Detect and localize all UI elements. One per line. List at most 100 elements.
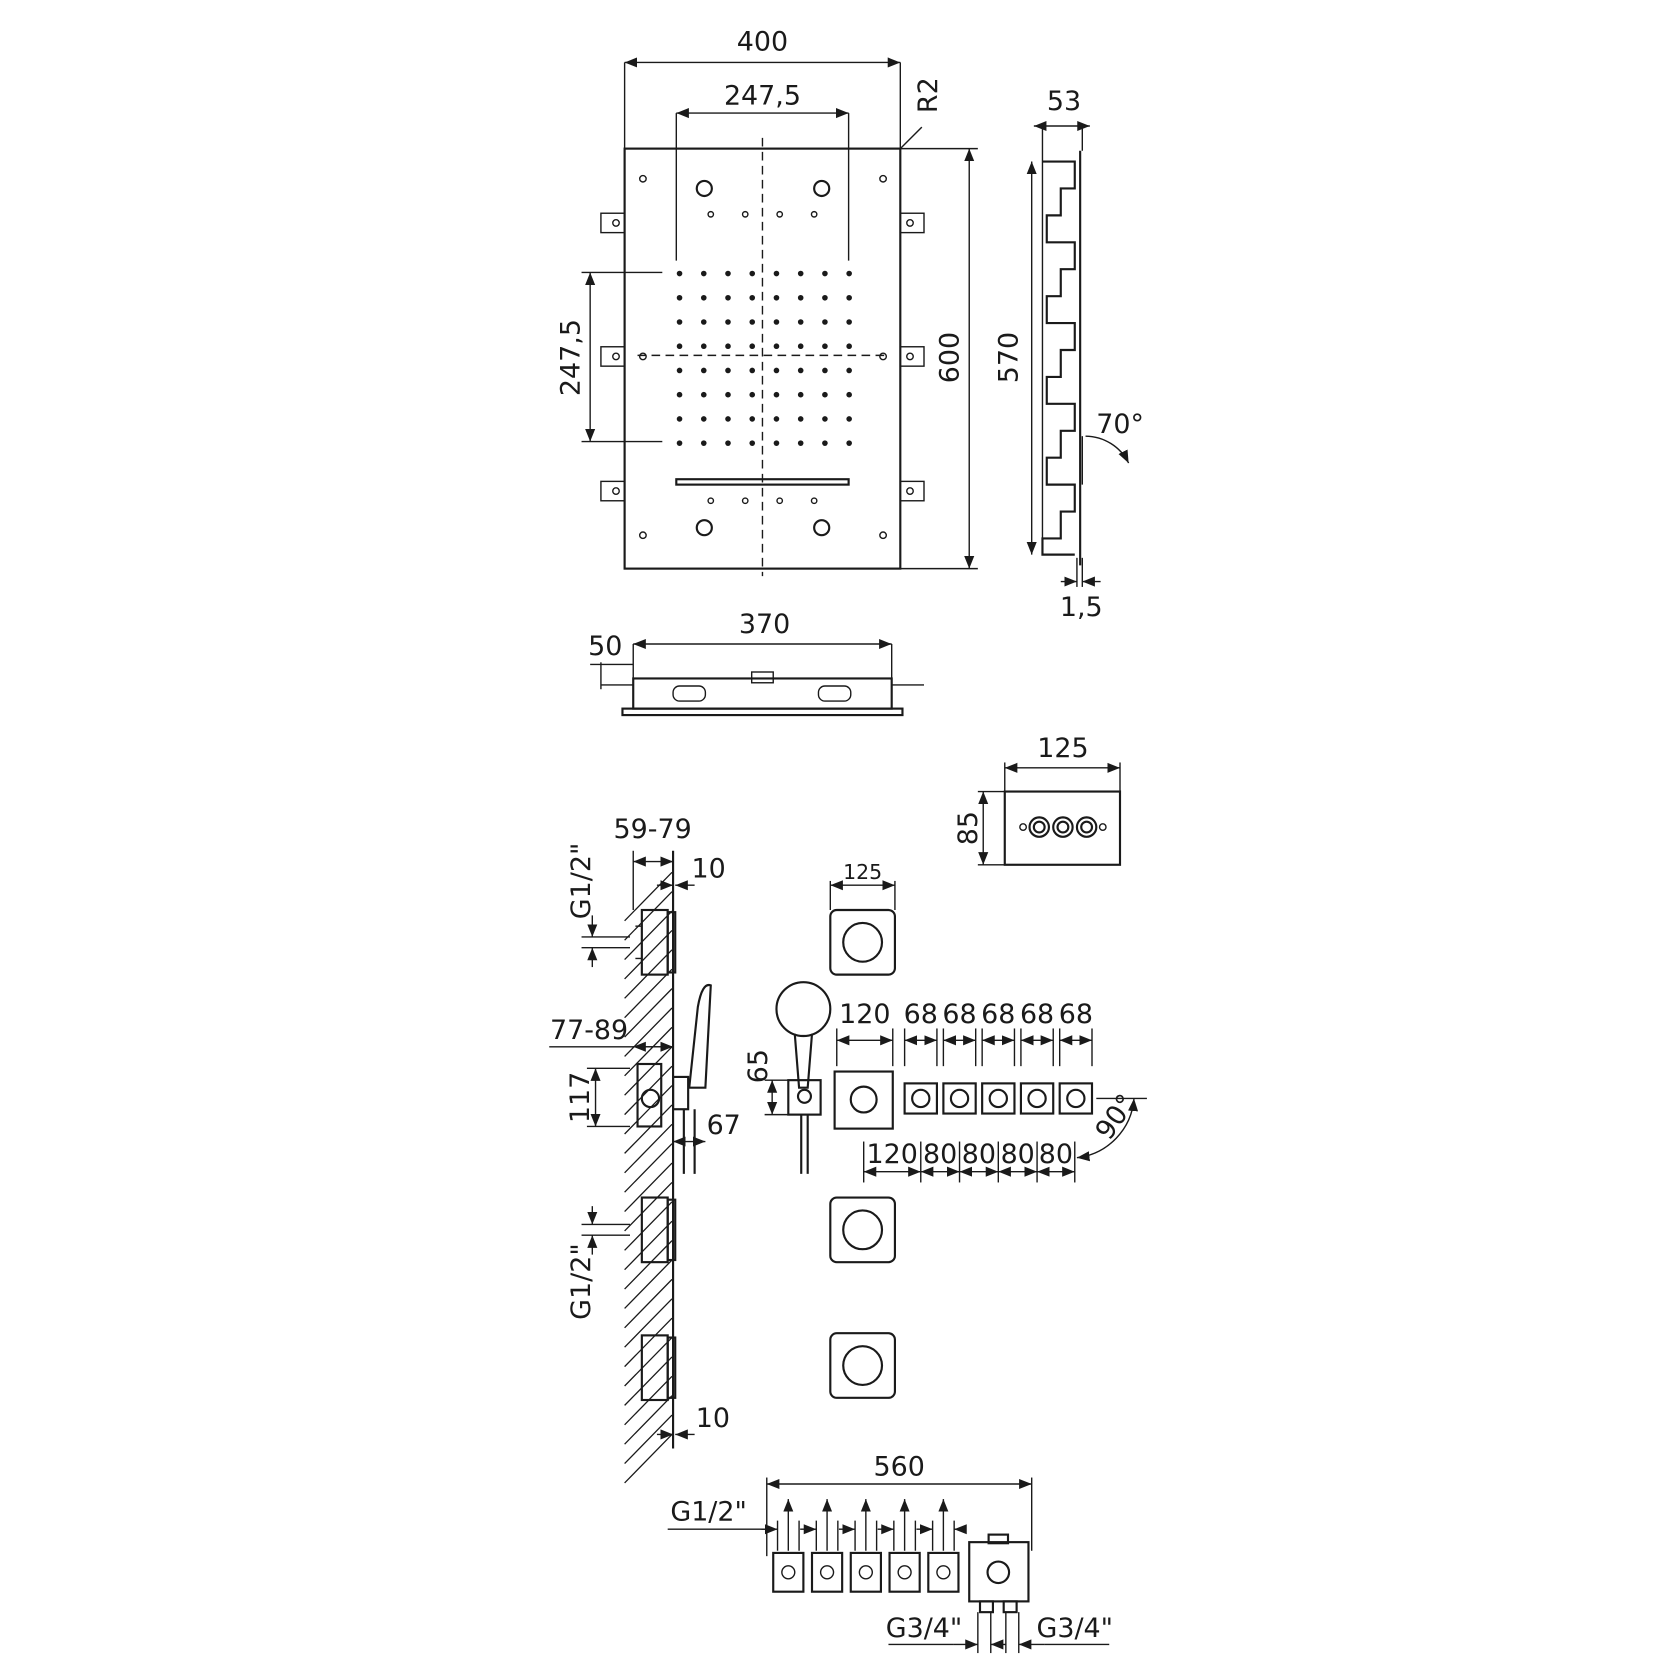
thermostat-plate	[833, 1070, 894, 1130]
dim-panel-width: 400	[737, 27, 788, 58]
nozzle-dot	[749, 343, 756, 350]
dim-control-width: 68	[981, 999, 1015, 1030]
manifold-outlet-unit	[927, 1551, 960, 1593]
nozzle-dot	[676, 391, 683, 398]
wall-hatch-line	[624, 1123, 673, 1174]
valve-knob-icon	[988, 1088, 1008, 1109]
wall-hatch-line	[624, 1143, 673, 1193]
dim-control-spacing: 80	[962, 1139, 996, 1170]
nozzle-dot	[797, 343, 804, 350]
wall-hatch-line	[624, 1162, 673, 1212]
dim-jet-span: 247,5	[555, 319, 586, 396]
nozzle-dot	[773, 343, 780, 350]
wall-hatch-line	[624, 1104, 673, 1154]
dim-control-width: 68	[942, 999, 976, 1030]
nozzle-dot	[797, 319, 804, 325]
nozzle-dot	[773, 367, 780, 374]
nozzle-dot	[700, 270, 707, 277]
dim-control-spacing: 120	[867, 1139, 918, 1170]
valve-knob-icon	[1066, 1088, 1086, 1109]
dim-mixer-height: 117	[565, 1072, 596, 1123]
dim-body-jet-size: 125	[843, 860, 882, 884]
mixer-section	[636, 983, 712, 1174]
diverter-valve	[1019, 1082, 1055, 1115]
dim-inner-width: 247,5	[724, 80, 801, 111]
dim-control-spacing: 80	[923, 1139, 957, 1170]
nozzle-dot	[797, 391, 804, 398]
diverter-valve	[942, 1082, 977, 1115]
inlet-valve	[968, 1533, 1030, 1614]
inlet-thread-right: G3/4"	[1037, 1613, 1114, 1644]
valve-knob-icon	[949, 1088, 970, 1109]
dim-radius: R2	[913, 77, 944, 113]
nozzle-dot	[846, 343, 852, 350]
nozzle-dot	[749, 367, 756, 374]
nozzle-dot	[822, 440, 828, 446]
body-jet-3	[829, 1332, 896, 1399]
wall-hatch-line	[624, 1278, 673, 1329]
nozzle-dot	[700, 319, 707, 325]
nozzle-dot	[725, 343, 731, 350]
nozzle-dot	[846, 440, 852, 446]
dim-mixer-depth: 77-89	[550, 1015, 628, 1046]
nozzle-dot	[676, 416, 683, 422]
wall-section: 59-79 10 G1/2" 77-89 117 67 G1/2" 10	[549, 814, 741, 1484]
body-jets: 125	[829, 860, 896, 1399]
diverter-valve	[1058, 1082, 1094, 1115]
panel-front-view: 400 247,5 R2 247,5 600	[555, 27, 978, 577]
nozzle-dot	[797, 440, 804, 446]
dim-controls-angle: 90°	[1090, 1089, 1143, 1146]
nozzle-dot	[700, 440, 707, 446]
dim-bracket-height: 65	[743, 1049, 774, 1083]
wall-hatch-line	[624, 1356, 673, 1406]
valve-knob-icon	[911, 1088, 931, 1109]
nozzle-dot	[749, 294, 756, 301]
body-jet-section-3	[640, 1334, 677, 1402]
nozzle-dot	[700, 367, 707, 374]
nozzle-dot	[773, 294, 780, 301]
rain-nozzle-grid	[676, 270, 852, 446]
wall-hatch-line	[624, 1046, 673, 1096]
nozzle-dot	[676, 270, 683, 277]
wall-hatch-line	[624, 1220, 673, 1271]
nozzle-dot	[846, 416, 852, 422]
nozzle-dot	[725, 440, 731, 446]
dim-control-width: 68	[1020, 999, 1054, 1030]
wall-hatch-line	[624, 1240, 673, 1290]
wall-hatch-line	[624, 1317, 673, 1368]
nozzle-dot	[797, 367, 804, 374]
nozzle-dot	[749, 416, 756, 422]
wall-hatch-line	[624, 1337, 673, 1387]
nozzle-dot	[749, 440, 756, 446]
nozzle-dot	[797, 294, 804, 301]
wall-hatch-line	[624, 1182, 673, 1232]
nozzle-dot	[676, 440, 683, 446]
wall-hatch-line	[624, 968, 673, 1019]
dim-side-depth: 53	[1047, 86, 1081, 117]
nozzle-dot	[846, 391, 852, 398]
manifold: 560 G1/2" G3/4" G3/4"	[667, 1451, 1114, 1654]
manifold-outlet-unit	[849, 1551, 882, 1593]
dim-outlet: 67	[707, 1110, 741, 1141]
nozzle-dot	[676, 294, 683, 301]
nozzle-dot	[822, 319, 828, 325]
body-nozzles	[638, 174, 888, 540]
nozzle-dot	[725, 319, 731, 325]
wall-hatch-line	[624, 910, 673, 960]
dim-projection-top: 10	[691, 854, 725, 885]
dim-projection-bottom: 10	[696, 1403, 730, 1434]
nozzle-dot	[822, 294, 828, 301]
nozzle-dot	[797, 270, 804, 277]
dim-manifold-length: 560	[874, 1451, 925, 1482]
body-jet-section-1	[635, 908, 677, 976]
dim-bottom-width: 370	[739, 609, 790, 640]
wall-hatch-line	[624, 1298, 673, 1348]
nozzle-dot	[846, 270, 852, 277]
dim-control-spacing: 80	[1001, 1139, 1035, 1170]
wall-hatch-line	[624, 1259, 673, 1309]
dim-control-width: 68	[1059, 999, 1093, 1030]
nozzle-dot	[846, 319, 852, 325]
dim-panel-height: 600	[934, 332, 965, 383]
wall-hatch-line	[624, 988, 673, 1038]
